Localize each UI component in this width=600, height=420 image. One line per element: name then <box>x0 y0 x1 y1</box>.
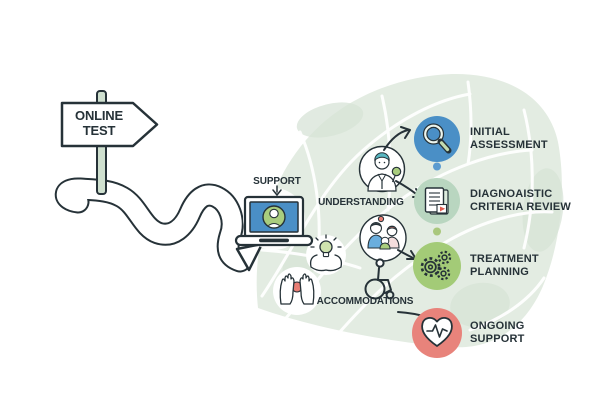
gears-icon <box>420 250 452 281</box>
winding-road-icon <box>54 177 264 273</box>
support-label: SUPPORT <box>253 176 301 187</box>
connector-dot <box>433 227 441 236</box>
understanding-label: UNDERSTANDING <box>318 197 404 208</box>
step-label-criteria-review: DIAGNOAISTIC CRITERIA REVIEW <box>470 188 600 214</box>
laptop-support-icon <box>234 185 314 250</box>
document-icon <box>424 187 449 215</box>
family-icon <box>359 214 407 262</box>
signpost-line2: TEST <box>82 123 116 138</box>
heart-pulse-icon <box>421 317 453 347</box>
signpost-icon <box>60 90 159 195</box>
map-blob <box>256 73 562 348</box>
signpost-label: ONLINE TEST <box>60 108 138 138</box>
arrow-understanding-to-assessment <box>383 129 409 151</box>
wheelchair-icon <box>364 258 395 300</box>
signpost-board <box>60 101 159 148</box>
step-label-initial-assessment: INITIAL ASSESSMENT <box>470 126 600 152</box>
step-circles <box>412 116 462 358</box>
caring-hands-icon <box>273 267 321 315</box>
step-label-line: ASSESSMENT <box>470 139 548 151</box>
step-label-treatment-planning: TREATMENT PLANNING <box>470 253 600 279</box>
step-label-ongoing-support: ONGOING SUPPORT <box>470 320 600 346</box>
step-label-line: CRITERIA REVIEW <box>470 201 571 213</box>
step-label-line: DIAGNOAISTIC <box>470 188 553 200</box>
step-label-line: INITIAL <box>470 126 510 138</box>
signpost-line1: ONLINE <box>75 108 123 123</box>
doctor-icon <box>358 145 406 193</box>
map-background <box>256 73 564 348</box>
step-label-line: PLANNING <box>470 266 530 278</box>
idea-hands-icon <box>306 234 346 275</box>
support-down-arrow-icon <box>272 185 282 197</box>
step-circle-treatment-planning <box>413 242 461 290</box>
road-arrowhead-icon <box>235 242 264 272</box>
connector-dot <box>433 162 441 171</box>
step-label-line: SUPPORT <box>470 333 525 345</box>
step-label-line: TREATMENT <box>470 253 539 265</box>
magnifier-icon <box>422 123 452 154</box>
accommodations-label: ACCOMMODATIONS <box>316 296 414 307</box>
step-label-line: ONGOING <box>470 320 525 332</box>
